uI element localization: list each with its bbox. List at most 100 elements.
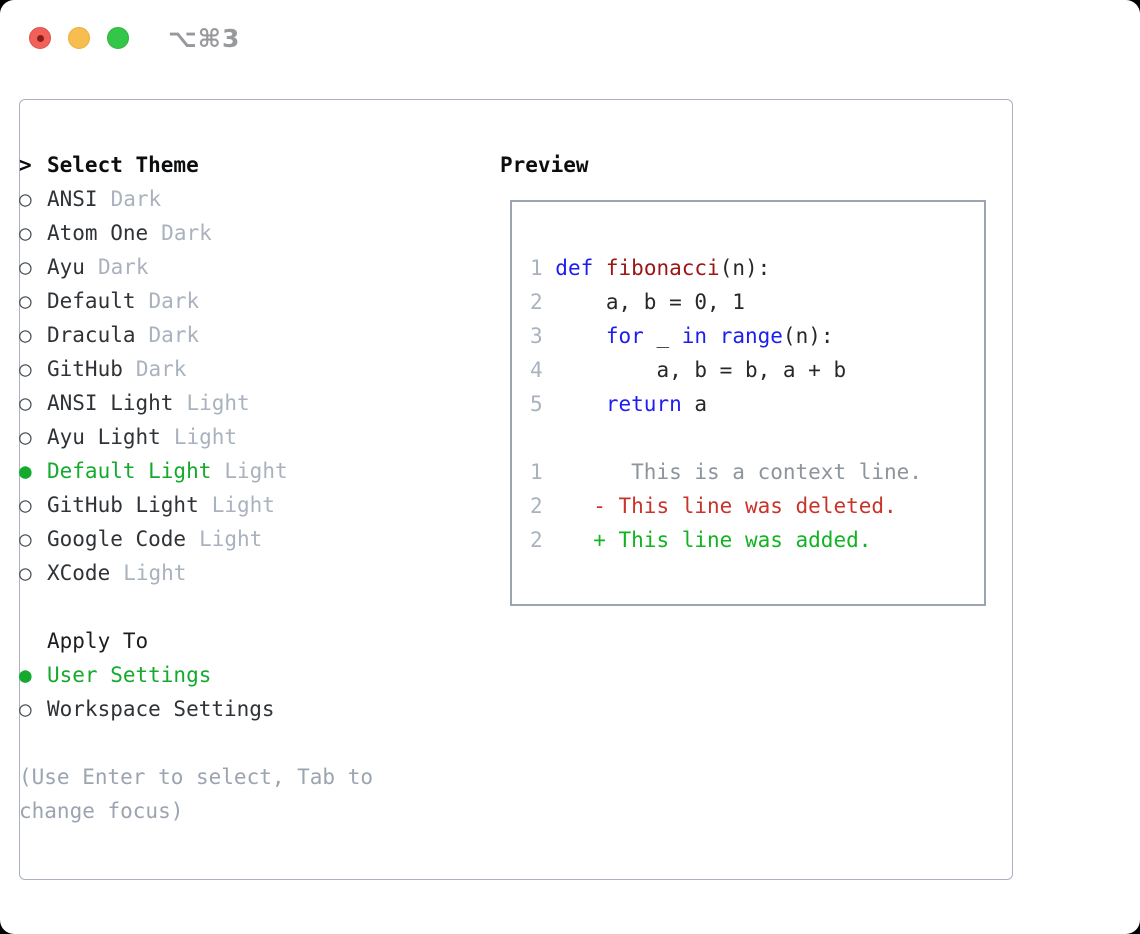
code-token-plain: (n): [782,324,834,348]
theme-option[interactable]: ○ ANSI Dark [19,182,373,216]
theme-option[interactable]: ○ Google Code Light [19,522,373,556]
option-tag: Dark [135,357,187,381]
code-line: 2 + This line was added. [530,523,984,557]
preview-header: Preview [500,153,589,177]
option-tag: Dark [97,255,149,279]
code-line: 2 - This line was deleted. [530,489,984,523]
code-token-lineno: 2 [530,528,543,552]
spacer [19,590,373,624]
option-label: User Settings [47,663,212,687]
code-token-plain [593,256,606,280]
code-line: 4 a, b = b, a + b [530,353,984,387]
code-token-plain [555,392,606,416]
zoom-button[interactable] [107,27,129,49]
apply-to-header: Apply To [19,624,373,658]
code-token-added: + This line was added. [542,528,872,552]
option-label: Dracula [47,323,136,347]
code-token-keyword: for [605,324,644,348]
option-tag: Light [173,425,238,449]
option-label: Default Light [47,459,212,483]
option-tag: Light [123,561,187,585]
pointer-icon: > [19,153,32,177]
code-line [530,421,984,455]
theme-option[interactable]: ○ Dracula Dark [19,318,373,352]
radio-unselected-icon: ○ [19,493,32,517]
option-tag: Dark [110,187,162,211]
code-token-lineno: 5 [530,392,556,416]
code-token-lineno: 1 [530,256,556,280]
option-label: GitHub Light [47,493,199,517]
radio-unselected-icon: ○ [19,391,32,415]
option-label: Google Code [47,527,187,551]
theme-option[interactable]: ● Default Light Light [19,454,373,488]
code-token-function: fibonacci [605,256,720,280]
option-label: XCode [47,561,111,585]
code-token-plain: a, b = 0, 1 [555,290,745,314]
option-label: ANSI Light [47,391,174,415]
code-token-plain: _ [643,324,682,348]
code-token-lineno: 2 [530,494,543,518]
code-token-context: This is a context line. [542,460,922,484]
code-token-lineno: 4 [530,358,556,382]
code-token-plain: a, b = b, a + b [555,358,847,382]
option-tag: Light [199,527,263,551]
close-modified-dot-icon [37,35,44,42]
radio-unselected-icon: ○ [19,697,32,721]
option-label: Ayu Light [47,425,161,449]
code-token-keyword: in [681,324,708,348]
option-label: GitHub [47,357,123,381]
theme-option[interactable]: ○ XCode Light [19,556,373,590]
code-token-plain [707,324,720,348]
apply-to-list: ● User Settings ○ Workspace Settings [19,658,373,726]
code-token-removed: - This line was deleted. [542,494,897,518]
radio-unselected-icon: ○ [19,187,32,211]
title-bar: ⌥⌘3 [0,0,1140,76]
radio-unselected-icon: ○ [19,221,32,245]
code-token-keyword: range [719,324,783,348]
theme-option[interactable]: ○ Ayu Light Light [19,420,373,454]
code-token-keyword: return [605,392,682,416]
radio-unselected-icon: ○ [19,527,32,551]
apply-to-option[interactable]: ● User Settings [19,658,373,692]
code-token-plain: a [681,392,708,416]
code-token-plain [555,324,606,348]
hint-line-2: change focus) [19,799,184,823]
option-label: ANSI [47,187,98,211]
code-token-plain: (n): [719,256,771,280]
radio-unselected-icon: ○ [19,255,32,279]
code-token-lineno: 3 [530,324,556,348]
code-line: 1 def fibonacci(n): [530,251,984,285]
radio-selected-icon: ● [19,459,32,483]
code-token-lineno: 2 [530,290,556,314]
window-title: ⌥⌘3 [168,24,241,53]
option-tag: Dark [148,323,200,347]
radio-selected-icon: ● [19,663,32,687]
minimize-button[interactable] [68,27,90,49]
select-theme-label: Select Theme [47,153,199,177]
option-tag: Dark [161,221,212,245]
option-tag: Light [186,391,250,415]
radio-unselected-icon: ○ [19,357,32,381]
radio-unselected-icon: ○ [19,425,32,449]
option-tag: Light [224,459,288,483]
hint-line-1: (Use Enter to select, Tab to [19,765,374,789]
theme-option[interactable]: ○ GitHub Dark [19,352,373,386]
code-line: 3 for _ in range(n): [530,319,984,353]
option-label: Workspace Settings [47,697,275,721]
radio-unselected-icon: ○ [19,561,32,585]
theme-option[interactable]: ○ Atom One Dark [19,216,373,250]
close-button[interactable] [29,27,51,49]
theme-option[interactable]: ○ ANSI Light Light [19,386,373,420]
apply-to-label: Apply To [47,629,149,653]
code-line: 2 a, b = 0, 1 [530,285,984,319]
radio-unselected-icon: ○ [19,323,32,347]
apply-to-option[interactable]: ○ Workspace Settings [19,692,373,726]
select-theme-header: > Select Theme [19,148,373,182]
option-label: Atom One [47,221,149,245]
